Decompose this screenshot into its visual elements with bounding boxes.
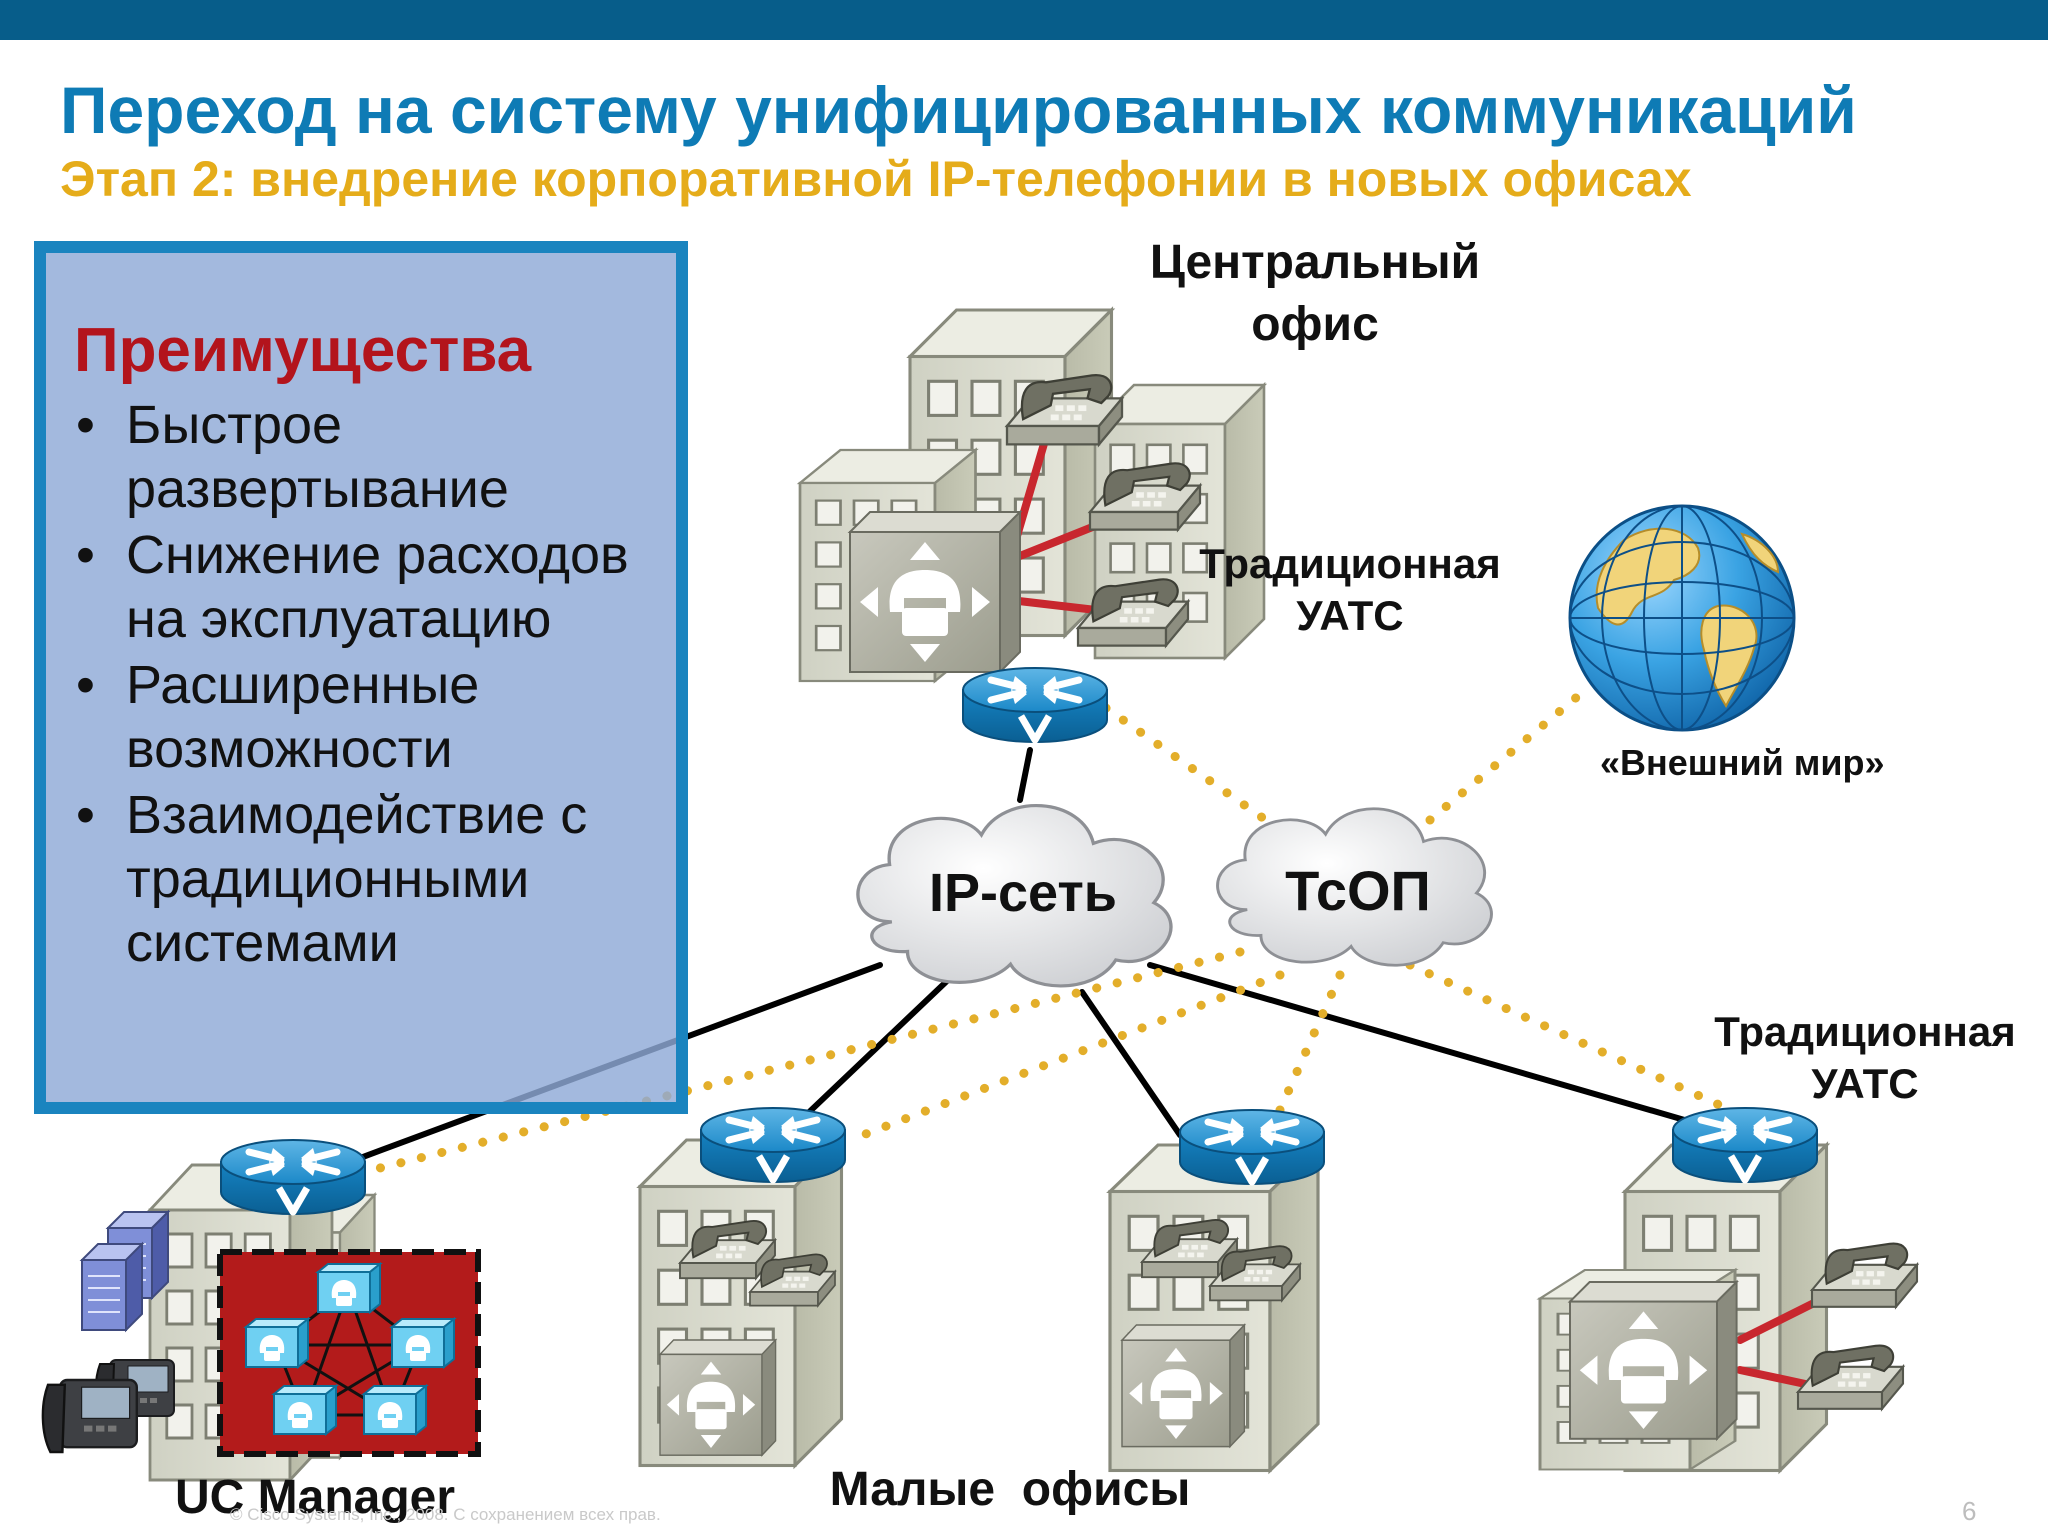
label-pstn: ТсОП	[1285, 859, 1431, 922]
small-office-1-pbx	[659, 1339, 777, 1456]
list-item: • Взаимодействие с традиционными системам…	[66, 783, 676, 975]
globe-icon	[1568, 504, 1796, 732]
footer-copyright: © Cisco Systems, Inc., 2008. С сохранени…	[230, 1505, 661, 1524]
slide-title: Переход на систему унифицированных комму…	[60, 73, 1857, 147]
advantage-text: Взаимодействие с традиционными системами	[126, 785, 588, 973]
list-item: • Расширенные возможности	[66, 653, 676, 781]
advantage-text: Снижение расходов на эксплуатацию	[126, 525, 629, 649]
branch-pbx	[1569, 1281, 1738, 1440]
router-branch-pbx	[1673, 1108, 1817, 1182]
bullet: •	[76, 525, 95, 585]
label-central-office: Центральный офис	[1149, 236, 1481, 351]
router-small-office-1	[701, 1108, 845, 1182]
bullet: •	[76, 655, 95, 715]
advantage-text: Быстрое развертывание	[126, 395, 509, 519]
advantages-panel: Преимущества • Быстрое развертывание • Сни…	[34, 241, 688, 1114]
central-pbx	[849, 511, 1021, 673]
label-traditional-pbx-branch: Традиционная УАТС	[1714, 1008, 2016, 1107]
branch-pbx-links	[1736, 1296, 1824, 1389]
advantages-list: • Быстрое развертывание • Снижение расходо…	[66, 393, 676, 977]
top-bar	[0, 0, 2048, 40]
bullet: •	[76, 395, 95, 455]
uc-manager-cluster	[217, 1249, 481, 1457]
list-item: • Быстрое развертывание	[66, 393, 676, 521]
page-number: 6	[1962, 1496, 1977, 1526]
advantages-heading: Преимущества	[74, 316, 532, 385]
label-small-offices: Малые офисы	[829, 1463, 1191, 1516]
advantage-text: Расширенные возможности	[126, 655, 480, 779]
label-outside-world: «Внешний мир»	[1600, 742, 1885, 783]
router-icon	[963, 668, 1107, 742]
label-uc-manager: UC Manager	[174, 1471, 456, 1524]
label-ip-network: IP-сеть	[929, 863, 1117, 923]
slide-subtitle: Этап 2: внедрение корпоративной IP-телеф…	[60, 151, 1692, 207]
small-office-2-pbx	[1121, 1324, 1246, 1448]
list-item: • Снижение расходов на эксплуатацию	[66, 523, 676, 651]
label-traditional-pbx-central: Традиционная УАТС	[1199, 540, 1501, 639]
router-uc-manager	[221, 1140, 365, 1214]
pstn-links	[375, 681, 1740, 1173]
router-small-office-2	[1180, 1110, 1324, 1184]
bullet: •	[76, 785, 95, 845]
